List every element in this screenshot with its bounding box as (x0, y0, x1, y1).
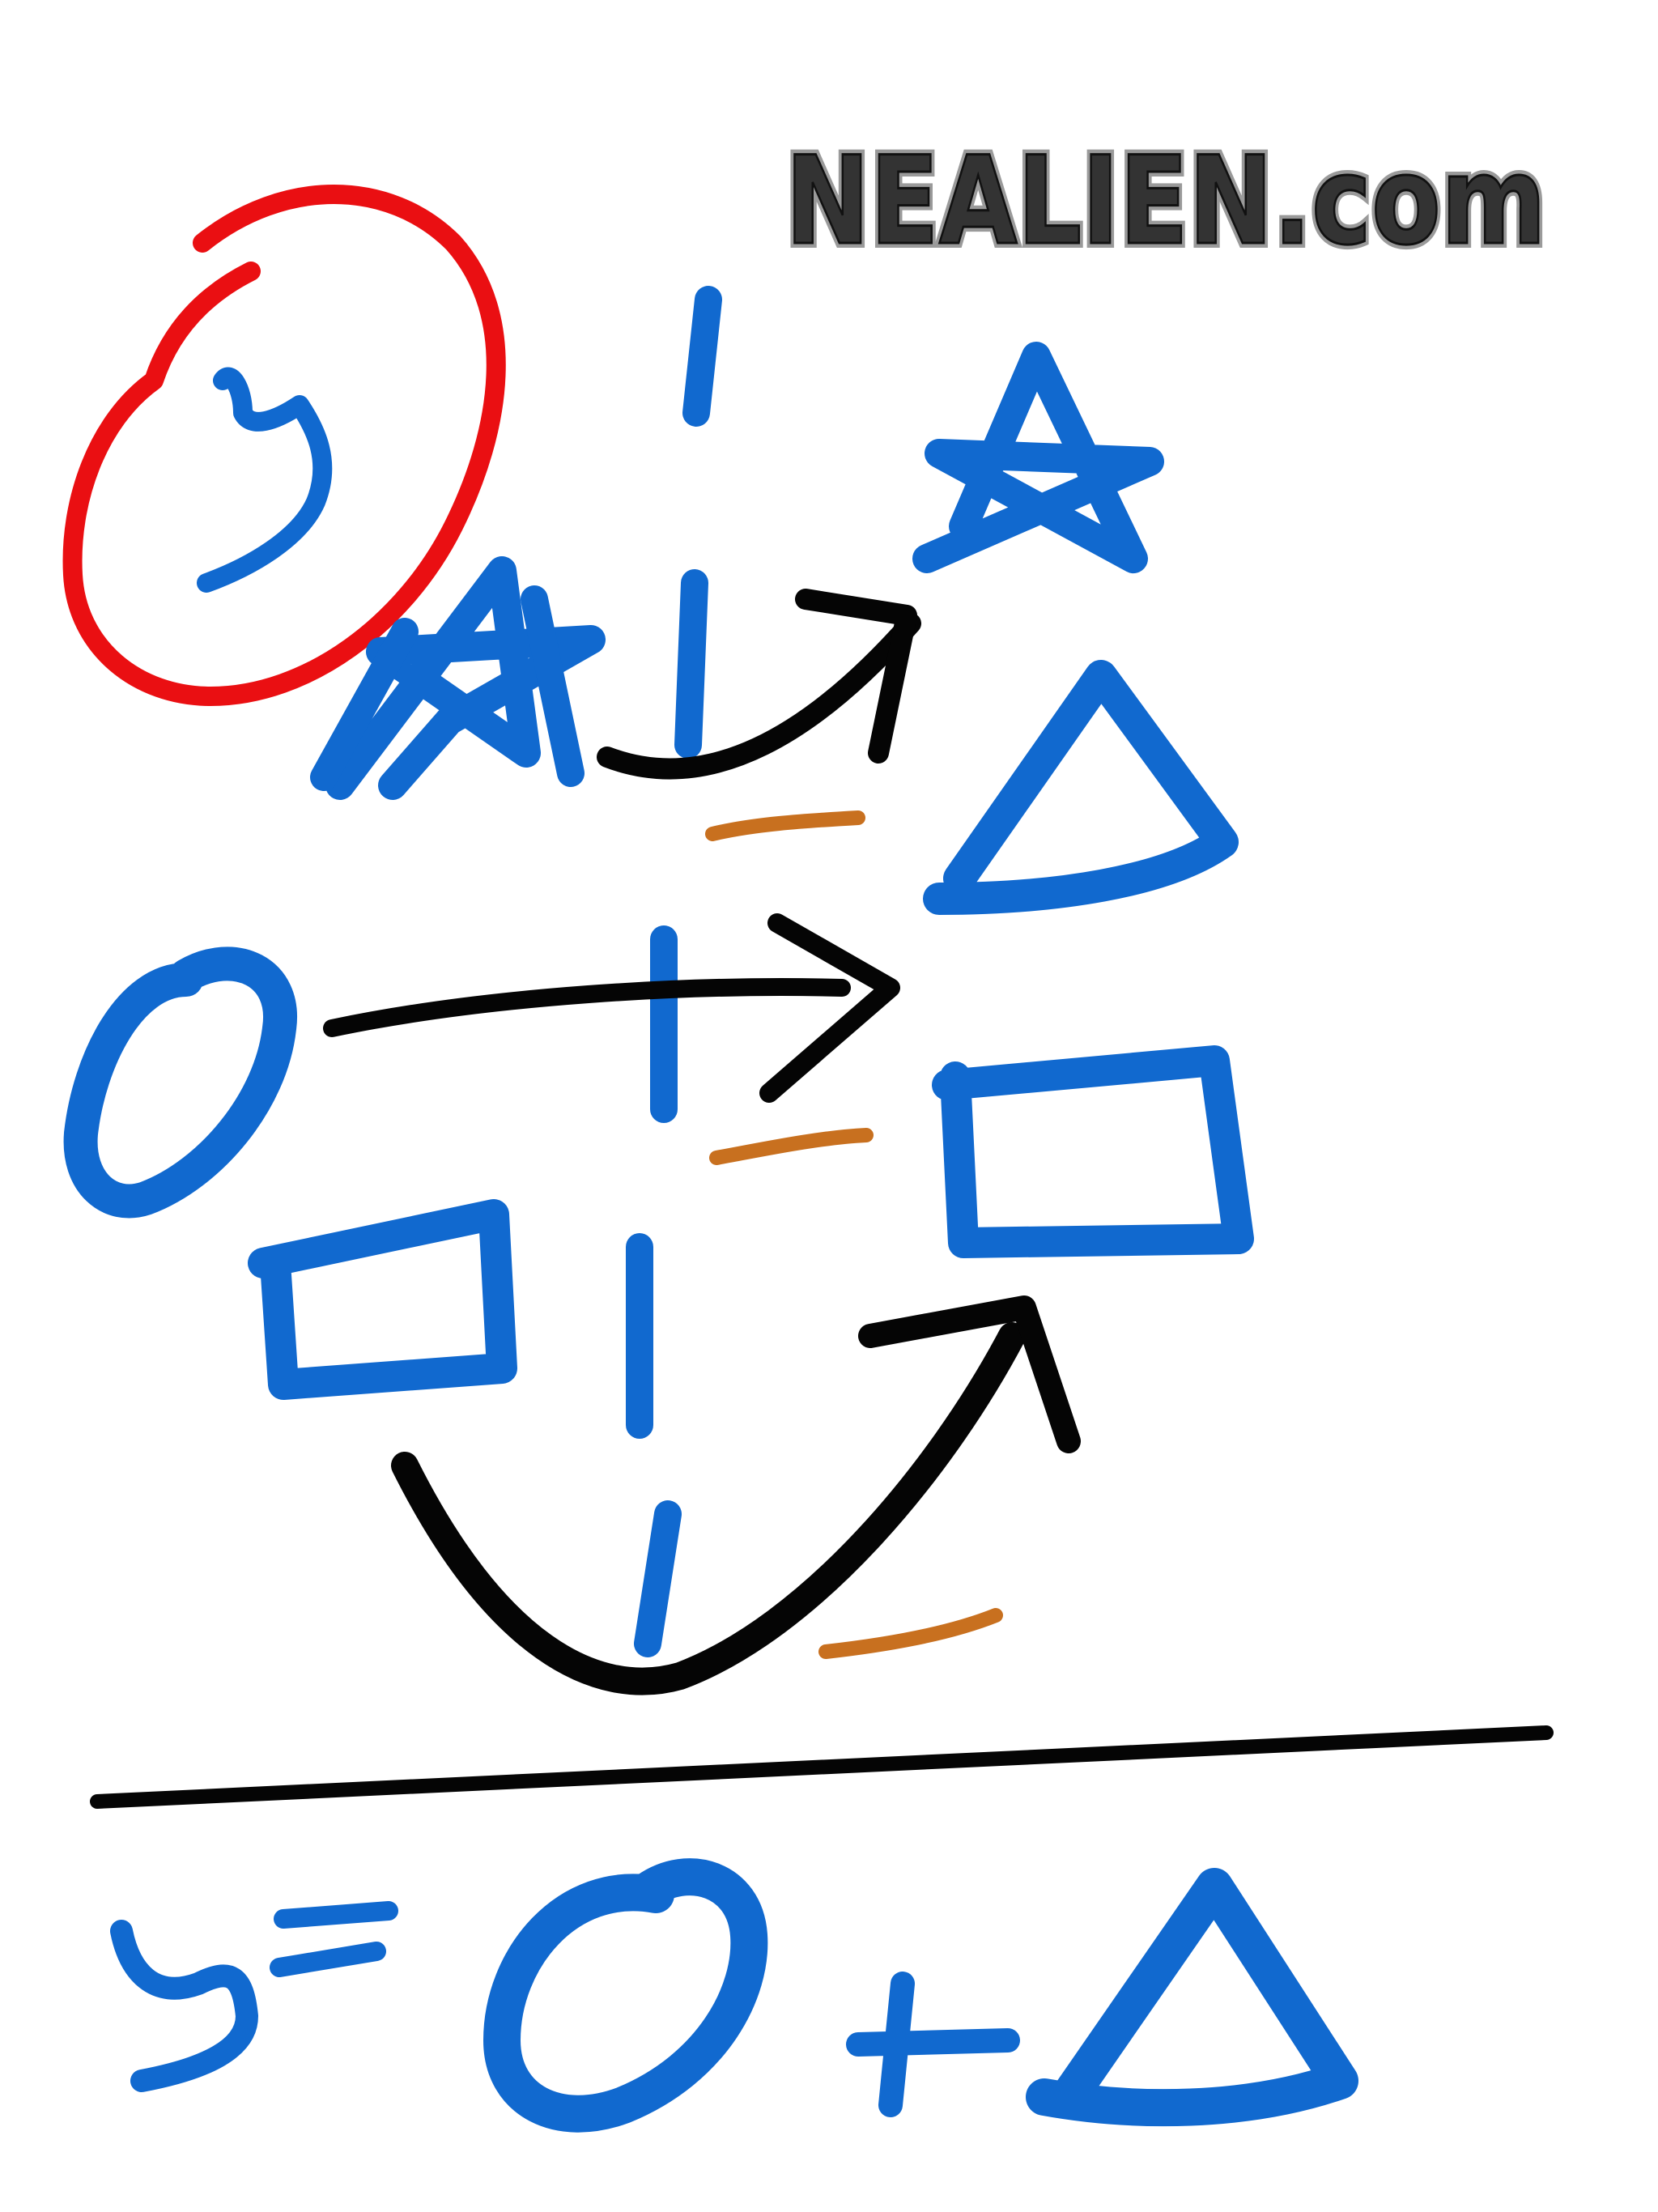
dashed-divider-2 (674, 569, 708, 759)
orange-dash-1 (705, 810, 865, 841)
arrow-star-to-star-head (795, 589, 917, 764)
dashed-divider-1 (682, 286, 722, 427)
watermark-text: NEALIEN.com (785, 131, 1546, 272)
star-shape-left-cross (310, 585, 585, 791)
fraction-bar (90, 1725, 1554, 1809)
arrow-circle-to-square-head (759, 913, 900, 1103)
star-shape-right (912, 342, 1164, 573)
arrow-star-to-star (597, 613, 921, 780)
result-y-symbol (110, 1920, 258, 2092)
equals-sign (270, 1901, 398, 1977)
plus-sign (846, 1972, 1020, 2117)
arrow-circle-to-square (323, 978, 851, 1037)
variable-y-circled (197, 367, 333, 593)
watermark-shadow: NEALIEN.com (785, 131, 1546, 272)
arrow-square-to-square-head (858, 1295, 1081, 1453)
square-shape-left (248, 1199, 517, 1400)
orange-dash-2 (709, 1128, 874, 1165)
triangle-shape-right (923, 660, 1239, 915)
circle-shape-left (63, 946, 297, 1219)
result-triangle-shape (1026, 1868, 1358, 2127)
dashed-divider-5 (634, 1500, 682, 1657)
result-circle-shape (483, 1858, 768, 2133)
red-circle-highlight (62, 185, 506, 706)
orange-dash-3 (818, 1608, 1003, 1659)
square-shape-right (932, 1045, 1254, 1258)
arrow-square-to-square (391, 1322, 1026, 1695)
watermark-logo: NEALIEN.com NEALIEN.com (780, 126, 1551, 277)
